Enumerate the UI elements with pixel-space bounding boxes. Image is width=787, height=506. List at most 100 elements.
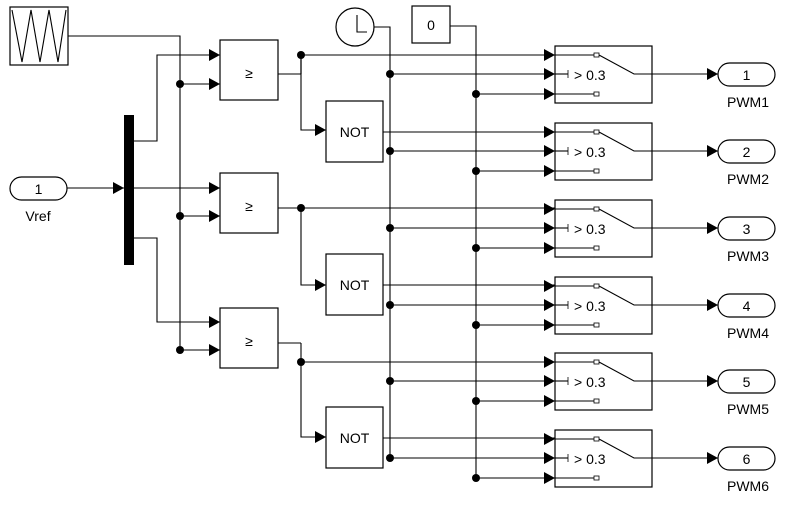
signal-wires bbox=[67, 25, 718, 484]
switch-arm-icon bbox=[598, 54, 652, 75]
arrow-head bbox=[209, 344, 220, 356]
arrow-head bbox=[113, 182, 124, 194]
outport-label: PWM4 bbox=[727, 325, 769, 341]
arrow-head bbox=[707, 68, 718, 80]
switch-threshold: > 0.3 bbox=[574, 221, 606, 237]
not-label: NOT bbox=[340, 124, 370, 140]
switch-contact-icon bbox=[593, 245, 600, 251]
arrow-head bbox=[544, 452, 555, 464]
signal-line bbox=[134, 237, 220, 323]
signal-line bbox=[374, 26, 391, 457]
branch-point bbox=[472, 474, 480, 482]
branch-point bbox=[386, 224, 394, 232]
relational-operator-block[interactable]: ≥ bbox=[219, 172, 279, 234]
logical-not-block[interactable]: NOT bbox=[325, 253, 384, 316]
switch-contact-icon bbox=[593, 52, 600, 58]
branch-point bbox=[472, 167, 480, 175]
branch-point bbox=[386, 301, 394, 309]
branch-point bbox=[472, 244, 480, 252]
arrow-head bbox=[707, 222, 718, 234]
arrow-head bbox=[707, 452, 718, 464]
constant-value: 0 bbox=[427, 17, 435, 33]
outport-number: 6 bbox=[743, 451, 751, 467]
inport-label: Vref bbox=[25, 208, 50, 224]
outport-label: PWM2 bbox=[727, 171, 769, 187]
arrow-head bbox=[544, 242, 555, 254]
arrow-head bbox=[707, 299, 718, 311]
branch-point bbox=[386, 147, 394, 155]
switch-contact-icon bbox=[593, 436, 600, 442]
arrow-head bbox=[209, 210, 220, 222]
arrow-head bbox=[544, 472, 555, 484]
relational-operator-block[interactable]: ≥ bbox=[219, 39, 279, 101]
switch-block[interactable]: > 0.3 bbox=[554, 199, 653, 258]
outport-label: PWM3 bbox=[727, 248, 769, 264]
switch-block[interactable]: > 0.3 bbox=[554, 352, 653, 411]
arrow-head bbox=[544, 319, 555, 331]
outport-number: 3 bbox=[743, 221, 751, 237]
switch-threshold: > 0.3 bbox=[574, 144, 606, 160]
switch-arm-icon bbox=[598, 208, 652, 229]
logical-not-block[interactable]: NOT bbox=[325, 100, 384, 163]
arrow-head bbox=[544, 299, 555, 311]
arrow-head bbox=[544, 49, 555, 61]
outport-pwm1[interactable]: 1 bbox=[717, 62, 776, 87]
outport-number: 4 bbox=[743, 298, 751, 314]
outport-pwm3[interactable]: 3 bbox=[717, 216, 776, 241]
arrow-head bbox=[707, 145, 718, 157]
arrow-head bbox=[544, 433, 555, 445]
outport-label: PWM1 bbox=[727, 94, 769, 110]
outport-label: PWM6 bbox=[727, 478, 769, 494]
switch-block[interactable]: > 0.3 bbox=[554, 276, 653, 335]
arrow-head bbox=[544, 88, 555, 100]
inport-vref[interactable]: 1 bbox=[9, 176, 68, 201]
switch-contact-icon bbox=[593, 283, 600, 289]
switch-block[interactable]: > 0.3 bbox=[554, 429, 653, 488]
branch-point bbox=[386, 70, 394, 78]
arrow-head bbox=[707, 375, 718, 387]
switch-contact-icon bbox=[593, 398, 600, 404]
branch-point bbox=[176, 80, 184, 88]
outport-number: 5 bbox=[743, 374, 751, 390]
triangle-wave-icon bbox=[11, 9, 67, 63]
logical-not-block[interactable]: NOT bbox=[325, 406, 384, 469]
arrow-head bbox=[544, 280, 555, 292]
not-label: NOT bbox=[340, 430, 370, 446]
switch-contact-icon bbox=[593, 322, 600, 328]
mux-block[interactable] bbox=[124, 115, 134, 265]
signal-line bbox=[134, 54, 220, 142]
branch-point bbox=[176, 212, 184, 220]
switch-contact-icon bbox=[593, 206, 600, 212]
comparator-symbol: ≥ bbox=[245, 333, 253, 349]
switch-contact-icon bbox=[593, 129, 600, 135]
signal-line bbox=[68, 35, 220, 351]
signal-line bbox=[300, 208, 326, 286]
branch-point bbox=[472, 321, 480, 329]
switch-block[interactable]: > 0.3 bbox=[554, 45, 653, 104]
constant-block[interactable]: 0 bbox=[411, 5, 451, 44]
signal-line bbox=[300, 362, 326, 438]
inport-number: 1 bbox=[35, 181, 43, 197]
switch-arm-icon bbox=[598, 131, 652, 152]
comparator-symbol: ≥ bbox=[245, 198, 253, 214]
outport-pwm6[interactable]: 6 bbox=[717, 446, 776, 471]
arrow-head bbox=[544, 356, 555, 368]
arrow-head bbox=[315, 431, 326, 443]
outport-pwm5[interactable]: 5 bbox=[717, 369, 776, 394]
arrow-head bbox=[544, 222, 555, 234]
outport-pwm4[interactable]: 4 bbox=[717, 293, 776, 318]
switch-arm-icon bbox=[598, 361, 652, 382]
relational-operator-block[interactable]: ≥ bbox=[219, 307, 279, 369]
switch-block[interactable]: > 0.3 bbox=[554, 122, 653, 181]
outport-number: 1 bbox=[743, 67, 751, 83]
outport-pwm2[interactable]: 2 bbox=[717, 139, 776, 164]
branch-point bbox=[472, 397, 480, 405]
signal-line bbox=[300, 55, 326, 131]
clock-block[interactable] bbox=[335, 7, 375, 47]
repeating-sequence-block[interactable] bbox=[9, 6, 69, 66]
branch-point bbox=[176, 346, 184, 354]
outport-number: 2 bbox=[743, 144, 751, 160]
branch-point bbox=[386, 377, 394, 385]
arrow-head bbox=[315, 124, 326, 136]
arrow-head bbox=[544, 126, 555, 138]
